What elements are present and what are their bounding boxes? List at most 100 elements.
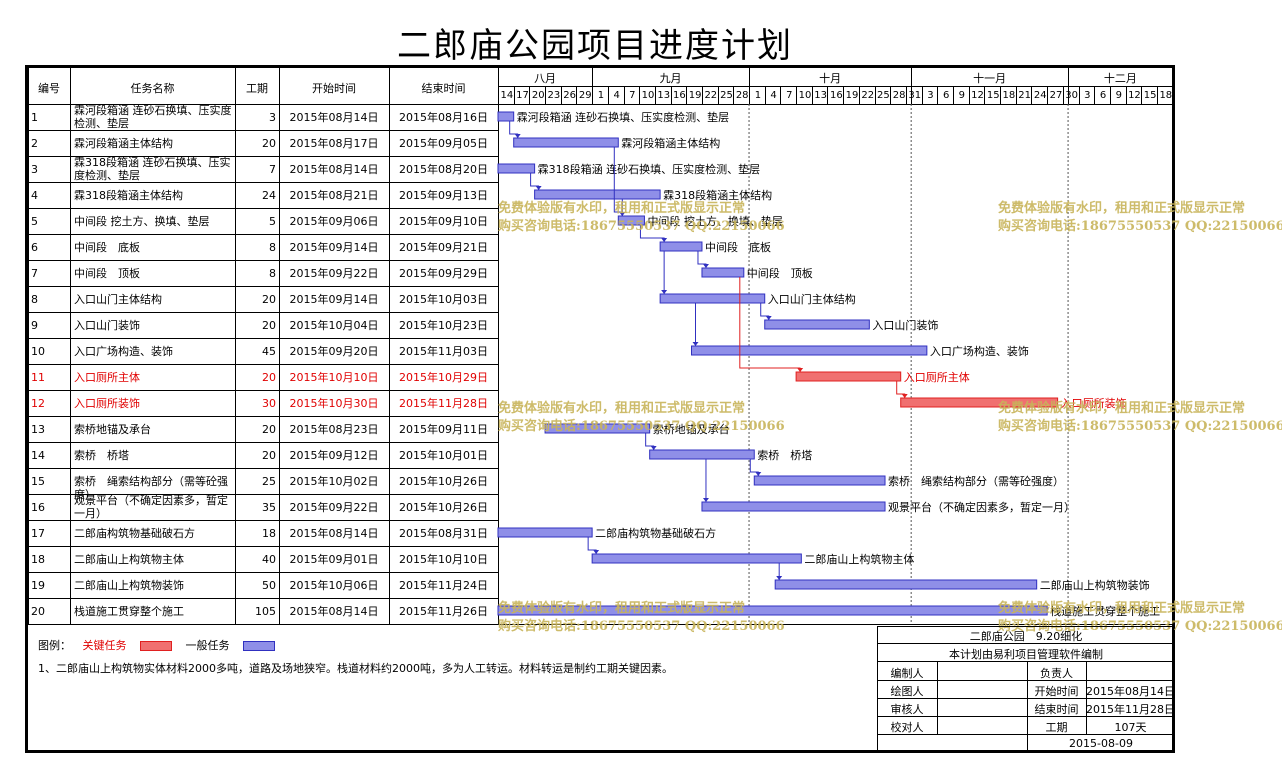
task-id: 13 [31,423,45,436]
task-duration: 105 [255,605,276,618]
day-tick-line [623,86,625,104]
day-tick: 21 [1018,90,1031,101]
task-bar[interactable] [513,137,619,148]
task-name: 二郎庙构筑物基础破石方 [74,527,195,540]
month-boundary [1068,68,1070,104]
task-bar-label: 霖河段箱涵主体结构 [621,136,720,150]
task-id: 6 [31,241,38,254]
task-bar[interactable] [497,605,1048,616]
task-id: 11 [31,371,45,384]
day-tick-line [686,86,688,104]
day-tick-line [576,86,578,104]
task-duration: 20 [262,423,276,436]
task-name: 观景平台（不确定因素多，暂定一月） [74,494,228,520]
day-tick-line [639,86,641,104]
task-bar-label: 索桥 绳索结构部分（需等砼强度） [888,474,1064,488]
day-tick-line [1031,86,1033,104]
task-start: 2015年08月21日 [289,189,379,202]
task-bar[interactable] [591,553,802,564]
task-duration: 20 [262,137,276,150]
day-tick: 13 [814,90,827,101]
task-start: 2015年08月23日 [289,423,379,436]
day-tick-line [717,86,719,104]
task-start: 2015年10月30日 [289,397,379,410]
task-end: 2015年09月13日 [399,189,488,202]
task-start: 2015年08月14日 [289,527,379,540]
day-tick-line [921,86,923,104]
legend-critical-label: 关键任务 [82,639,127,652]
task-bar-label: 霖318段箱涵主体结构 [663,188,772,202]
task-bar[interactable] [659,241,703,252]
task-bar[interactable] [701,267,745,278]
day-tick: 19 [845,90,859,101]
task-end: 2015年11月24日 [399,579,488,592]
legend-critical-swatch [140,641,172,651]
row-divider [28,130,498,131]
task-bar[interactable] [701,501,886,512]
task-bar-label: 入口广场构造、装饰 [930,344,1029,358]
day-tick: 23 [547,90,561,101]
tb-owner: 负责人 [1040,667,1073,680]
header-divider [28,104,1172,105]
day-tick: 10 [798,90,812,101]
task-bar[interactable] [617,215,645,226]
tb-checker: 校对人 [890,721,924,734]
day-tick: 3 [1084,90,1091,101]
row-divider [28,364,498,365]
task-start: 2015年10月02日 [289,475,379,488]
task-name: 索桥 绳索结构部分（需等砼强度） [74,475,228,501]
month-header: 十一月 [973,72,1007,85]
row-divider [28,442,498,443]
task-bar[interactable] [795,371,902,382]
day-tick-line [953,86,954,104]
task-end: 2015年09月21日 [399,241,488,254]
task-bar[interactable] [753,475,886,486]
day-tick-line [796,86,798,104]
task-end: 2015年11月28日 [399,397,488,410]
task-id: 1 [31,111,38,124]
task-bar[interactable] [497,527,593,538]
day-tick: 9 [1115,90,1122,101]
day-tick-line [498,86,499,104]
task-bar[interactable] [691,345,928,356]
task-name: 索桥地锚及承台 [74,423,151,436]
task-name: 索桥 桥塔 [74,449,129,462]
day-tick: 15 [1143,90,1157,101]
task-duration: 8 [269,267,276,280]
row-divider [28,390,498,391]
dependency-arrow [901,394,908,398]
tb-start-label: 开始时间 [1034,685,1079,698]
task-bar[interactable] [774,579,1038,590]
col-divider [279,68,280,624]
task-bar[interactable] [534,189,661,200]
watermark-line1: 免费体验版有水印，租用和正式版显示正常 [498,401,746,416]
tb-editor: 编制人 [890,667,924,680]
tb-software: 本计划由易利项目管理软件编制 [949,648,1103,661]
task-bar[interactable] [544,423,651,434]
task-bar[interactable] [497,111,515,122]
task-id: 14 [31,449,45,462]
row-divider [28,156,498,157]
task-start: 2015年09月06日 [289,215,379,228]
task-start: 2015年08月14日 [289,163,379,176]
task-bar[interactable] [659,293,766,304]
task-duration: 20 [262,319,276,332]
task-bar-label: 索桥地锚及承台 [653,422,730,436]
task-bar[interactable] [649,449,755,460]
task-end: 2015年10月29日 [399,371,488,384]
task-bar[interactable] [900,397,1059,408]
task-name: 入口山门主体结构 [74,293,162,306]
task-duration: 7 [269,163,276,176]
task-id: 8 [31,293,38,306]
task-duration: 20 [262,449,276,462]
day-tick: 22 [861,90,875,101]
watermark-line1: 免费体验版有水印，租用和正式版显示正常 [998,401,1246,416]
task-bar[interactable] [497,163,536,174]
day-tick-line [843,86,845,104]
task-start: 2015年08月14日 [289,111,379,124]
task-bar[interactable] [764,319,870,330]
dependency-arrow [755,472,762,476]
watermark: 免费体验版有水印，租用和正式版显示正常购买咨询电话:18675550537 QQ… [998,200,1282,236]
task-bar-label: 霖318段箱涵 连砂石换填、压实度检测、垫层 [538,162,761,176]
day-tick: 6 [942,90,950,101]
